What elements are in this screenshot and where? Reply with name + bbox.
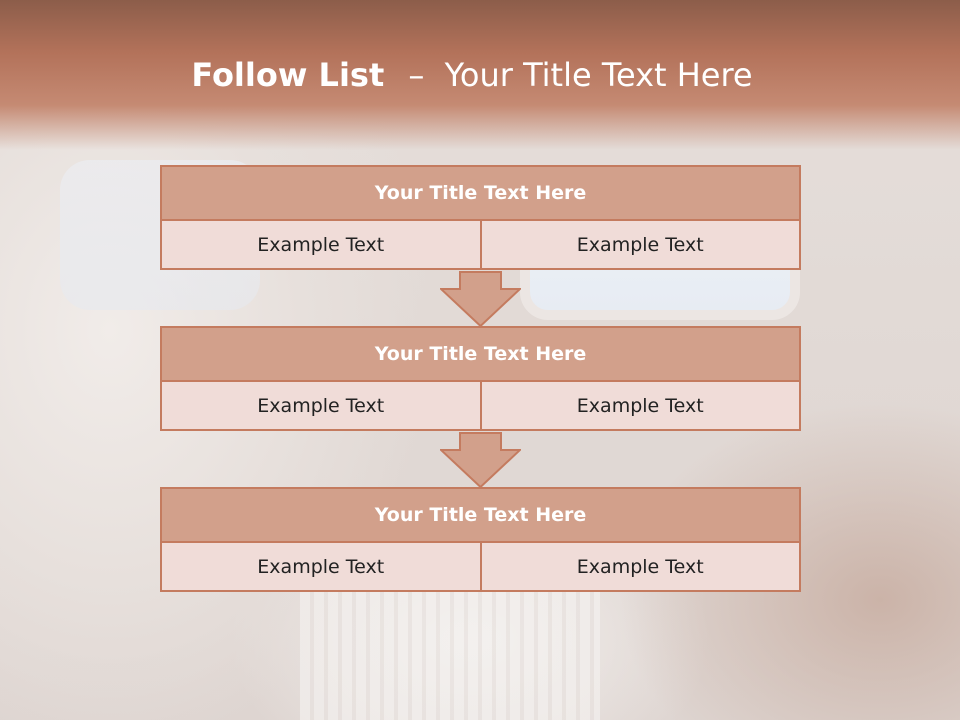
block-3-right-text: Example Text	[481, 543, 801, 592]
slide-title-dash: –	[408, 56, 425, 94]
block-2-title: Your Title Text Here	[160, 326, 801, 382]
down-arrow-icon	[440, 271, 521, 327]
slide-title-bold: Follow List	[191, 56, 385, 94]
block-2-right-text: Example Text	[481, 382, 801, 431]
block-3-row: Example Text Example Text	[160, 543, 801, 592]
list-block-2: Your Title Text Here Example Text Exampl…	[160, 326, 801, 431]
block-1-left-text: Example Text	[160, 221, 482, 270]
slide-title: Follow List – Your Title Text Here	[0, 56, 944, 94]
slide-title-rest: Your Title Text Here	[444, 56, 753, 94]
block-1-right-text: Example Text	[481, 221, 801, 270]
block-2-row: Example Text Example Text	[160, 382, 801, 431]
title-banner	[0, 0, 960, 150]
list-block-1: Your Title Text Here Example Text Exampl…	[160, 165, 801, 270]
block-2-left-text: Example Text	[160, 382, 482, 431]
block-3-left-text: Example Text	[160, 543, 482, 592]
list-block-3: Your Title Text Here Example Text Exampl…	[160, 487, 801, 592]
block-1-row: Example Text Example Text	[160, 221, 801, 270]
block-1-title: Your Title Text Here	[160, 165, 801, 221]
block-3-title: Your Title Text Here	[160, 487, 801, 543]
down-arrow-icon	[440, 432, 521, 488]
